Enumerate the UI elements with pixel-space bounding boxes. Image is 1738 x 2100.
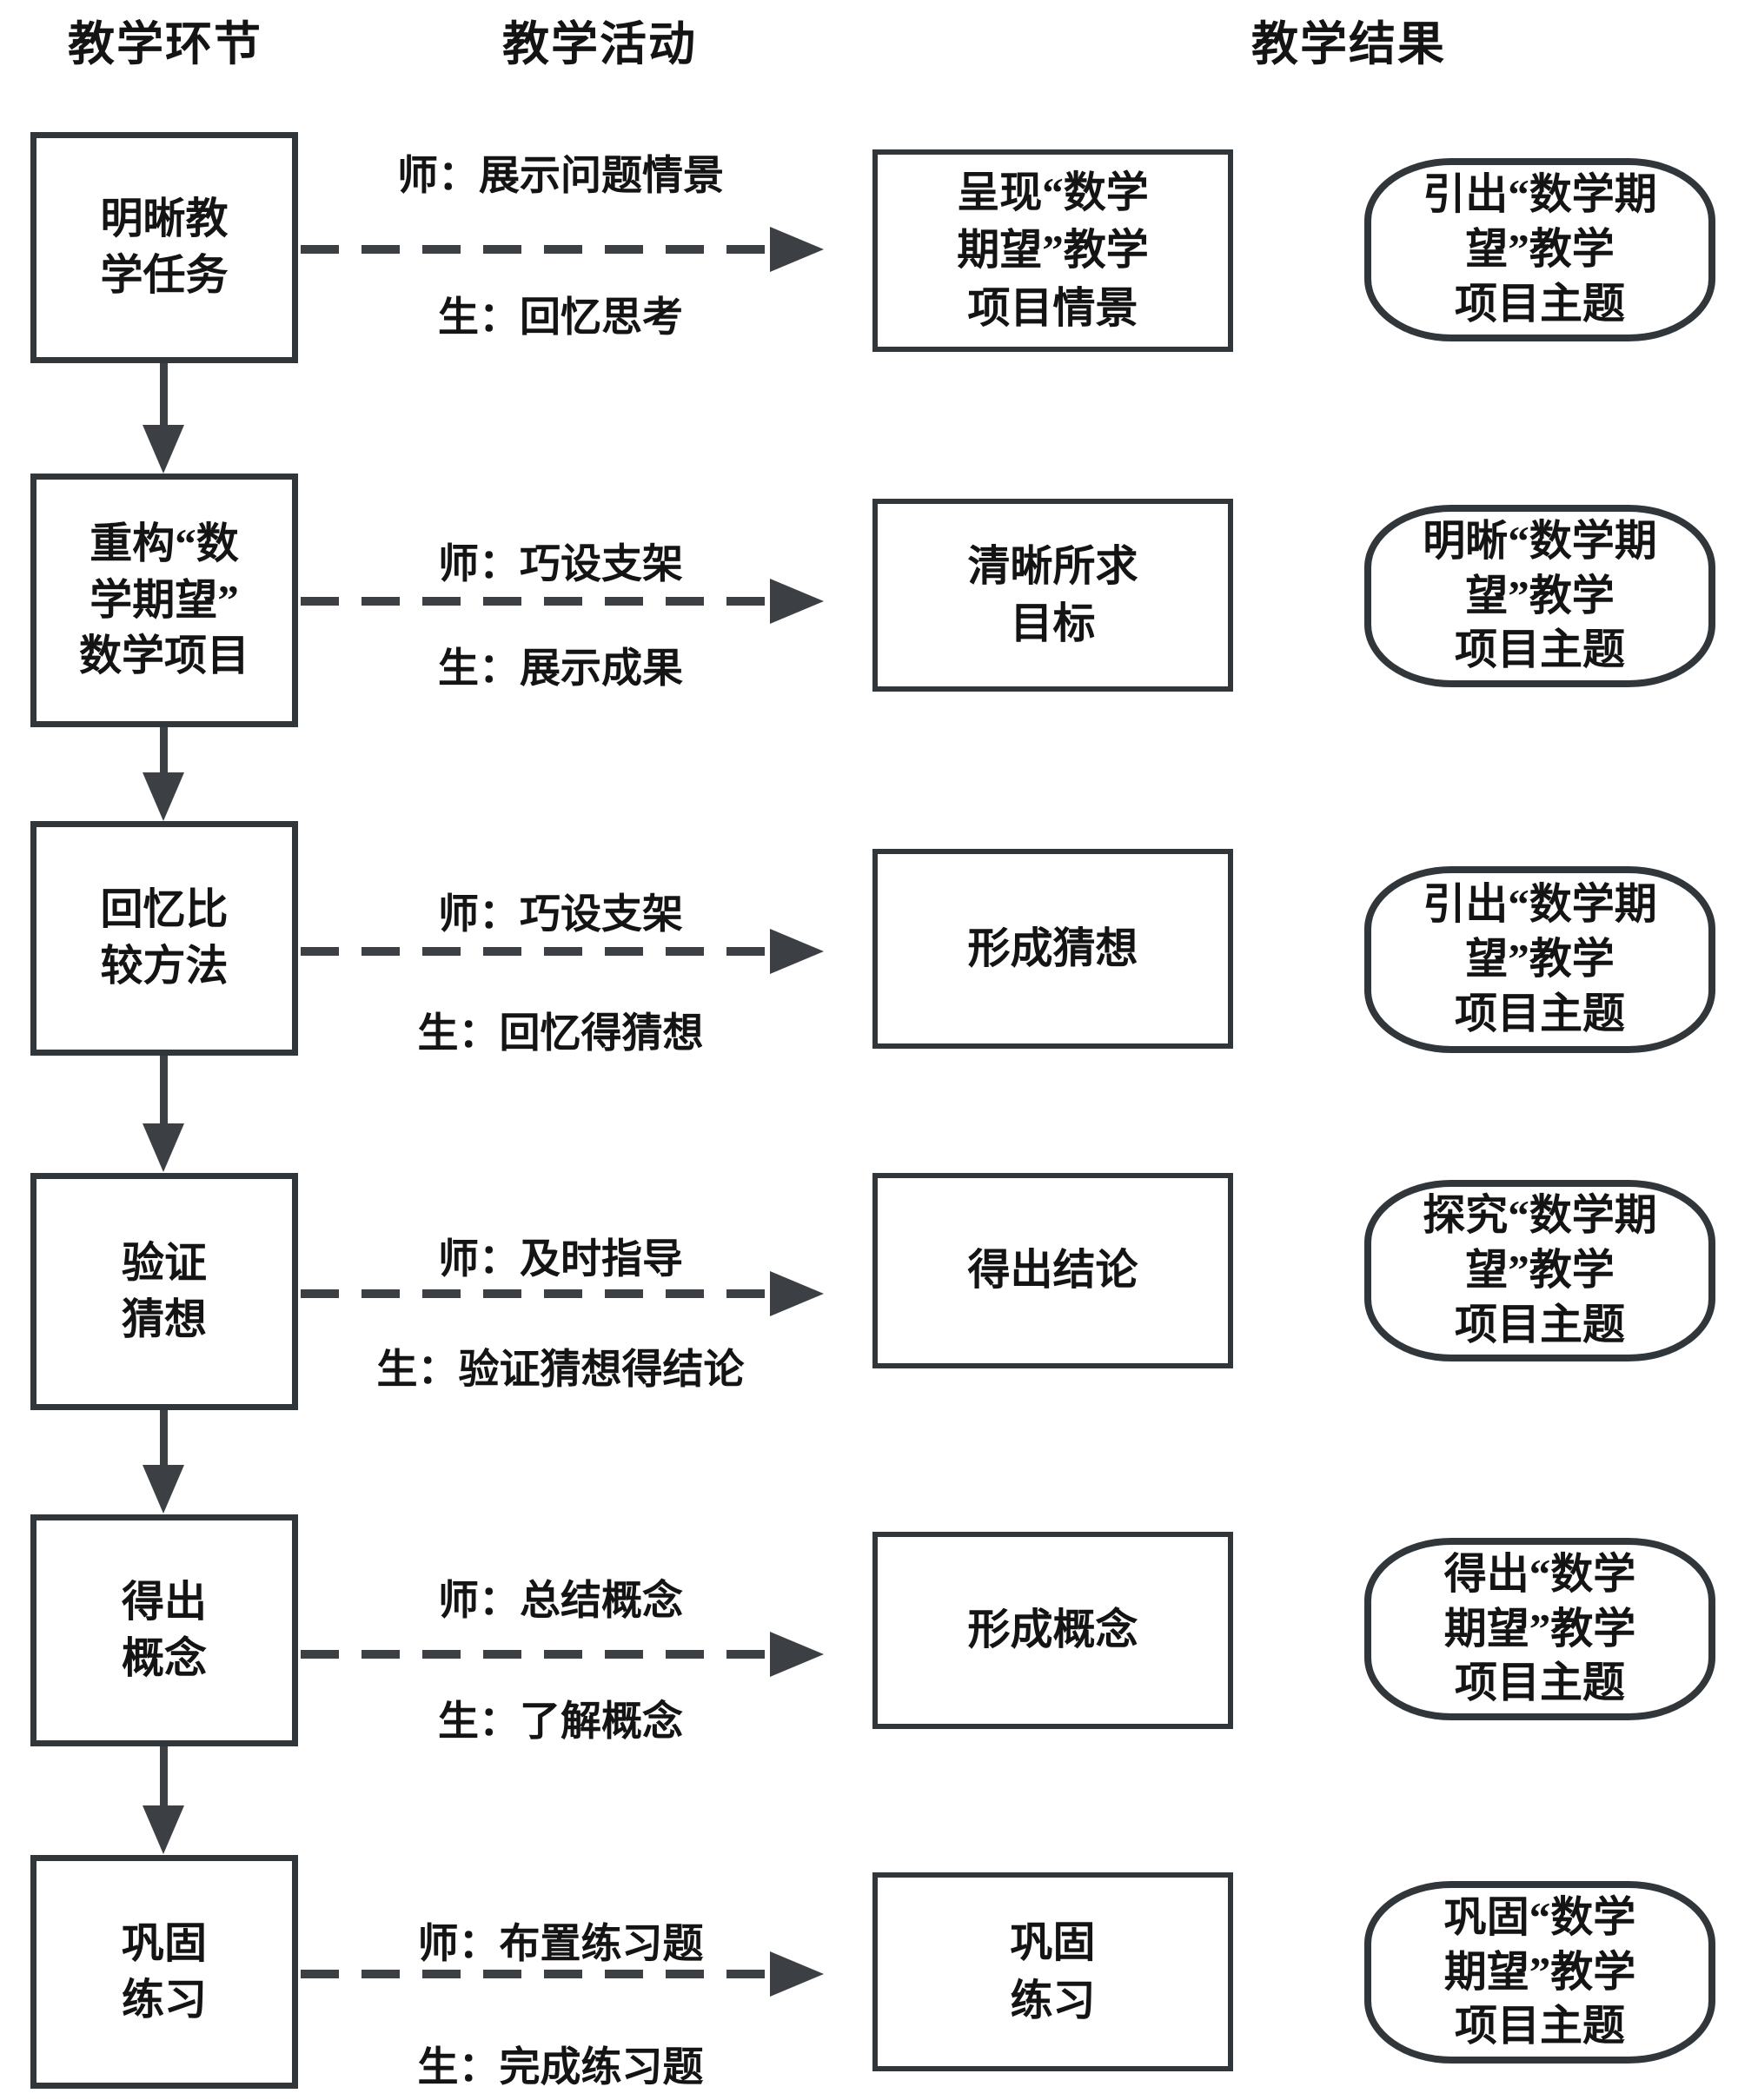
teacher-activity-2: 师：巧设支架 bbox=[438, 542, 683, 587]
down-arrow-head-2 bbox=[143, 772, 184, 821]
column-header-stage: 教学环节 bbox=[68, 18, 262, 70]
outcome-box-2: 明晰“数学期 望”教学 项目主题 bbox=[1364, 505, 1715, 687]
outcome-box-6: 巩固“数学 期望”教学 项目主题 bbox=[1364, 1881, 1715, 2064]
result-box-4: 得出结论 bbox=[872, 1173, 1233, 1368]
stage-box-6: 巩固 练习 bbox=[30, 1855, 298, 2089]
outcome-box-3: 引出“数学期 望”教学 项目主题 bbox=[1364, 866, 1715, 1053]
dashed-arrow-head-1 bbox=[770, 227, 824, 272]
dashed-arrow-head-6 bbox=[770, 1951, 824, 1997]
dashed-arrow-line-4 bbox=[301, 1289, 774, 1298]
student-activity-2: 生：展示成果 bbox=[438, 646, 683, 692]
stage-box-1: 明晰教 学任务 bbox=[30, 132, 298, 363]
teacher-activity-5: 师：总结概念 bbox=[438, 1579, 683, 1624]
down-arrow-shaft-3 bbox=[160, 1056, 168, 1125]
dashed-arrow-head-5 bbox=[770, 1632, 824, 1677]
student-activity-1: 生：回忆思考 bbox=[438, 295, 683, 341]
dashed-arrow-line-6 bbox=[301, 1970, 774, 1978]
down-arrow-head-3 bbox=[143, 1123, 184, 1172]
column-header-activity: 教学活动 bbox=[502, 18, 697, 70]
student-activity-6: 生：完成练习题 bbox=[417, 2045, 704, 2090]
teacher-activity-4: 师：及时指导 bbox=[438, 1237, 683, 1282]
result-box-2: 清晰所求 目标 bbox=[872, 499, 1233, 692]
teacher-activity-1: 师：展示问题情景 bbox=[397, 154, 724, 199]
dashed-arrow-head-4 bbox=[770, 1271, 824, 1316]
dashed-arrow-head-3 bbox=[770, 929, 824, 974]
dashed-arrow-line-3 bbox=[301, 947, 774, 956]
outcome-box-5: 得出“数学 期望”教学 项目主题 bbox=[1364, 1538, 1715, 1720]
down-arrow-head-1 bbox=[143, 425, 184, 474]
outcome-box-4: 探究“数学期 望”教学 项目主题 bbox=[1364, 1180, 1715, 1361]
stage-box-3: 回忆比 较方法 bbox=[30, 821, 298, 1056]
stage-box-2: 重构“数 学期望” 数学项目 bbox=[30, 474, 298, 727]
student-activity-3: 生：回忆得猜想 bbox=[417, 1011, 704, 1057]
result-box-1: 呈现“数学 期望”教学 项目情景 bbox=[872, 149, 1233, 352]
teacher-activity-6: 师：布置练习题 bbox=[417, 1922, 704, 1967]
stage-box-4: 验证 猜想 bbox=[30, 1173, 298, 1410]
column-header-result: 教学结果 bbox=[1251, 18, 1446, 70]
outcome-box-1: 引出“数学期 望”教学 项目主题 bbox=[1364, 158, 1715, 341]
result-box-3: 形成猜想 bbox=[872, 849, 1233, 1049]
result-box-6: 巩固 练习 bbox=[872, 1872, 1233, 2071]
student-activity-4: 生：验证猜想得结论 bbox=[376, 1348, 745, 1393]
stage-box-5: 得出 概念 bbox=[30, 1514, 298, 1746]
result-box-5: 形成概念 bbox=[872, 1532, 1233, 1729]
down-arrow-shaft-4 bbox=[160, 1410, 168, 1467]
down-arrow-head-4 bbox=[143, 1465, 184, 1514]
down-arrow-shaft-2 bbox=[160, 727, 168, 774]
teacher-activity-3: 师：巧设支架 bbox=[438, 892, 683, 937]
dashed-arrow-line-1 bbox=[301, 245, 774, 254]
down-arrow-head-5 bbox=[143, 1805, 184, 1854]
dashed-arrow-head-2 bbox=[770, 579, 824, 624]
student-activity-5: 生：了解概念 bbox=[438, 1699, 683, 1745]
down-arrow-shaft-1 bbox=[160, 363, 168, 427]
dashed-arrow-line-5 bbox=[301, 1650, 774, 1659]
dashed-arrow-line-2 bbox=[301, 597, 774, 606]
down-arrow-shaft-5 bbox=[160, 1746, 168, 1807]
